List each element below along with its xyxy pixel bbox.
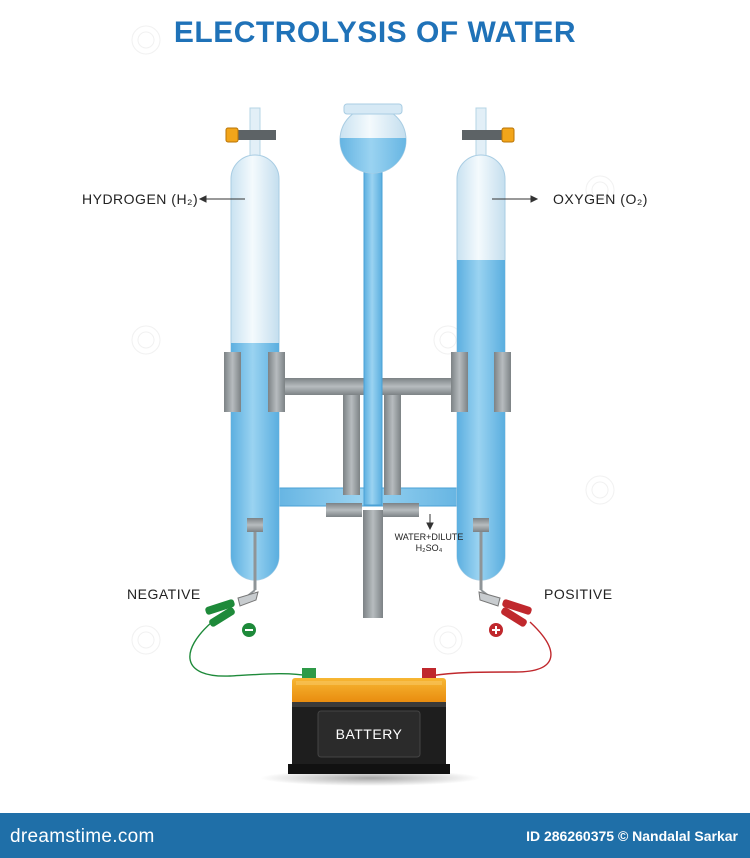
diagram-title: ELECTROLYSIS OF WATER: [173, 16, 577, 49]
plus-sign-icon: [489, 623, 503, 637]
hydrogen-label: HYDROGEN (H₂): [82, 191, 199, 207]
clamp-base-left: [326, 503, 362, 517]
clamp-post-right: [384, 395, 401, 495]
battery: [260, 668, 480, 786]
water-reservoir-bulb: [339, 103, 407, 174]
battery-label: BATTERY: [335, 726, 403, 742]
reservoir-stem: [363, 164, 383, 506]
footer-image-id: ID 286260375 © Nandalal Sarkar: [526, 828, 738, 844]
clamp-base-right: [383, 503, 419, 517]
watermark-footer: dreamstime.com ID 286260375 © Nandalal S…: [0, 813, 750, 858]
negative-wire: [189, 621, 309, 677]
negative-label: NEGATIVE: [127, 586, 201, 602]
oxygen-tube: [451, 107, 511, 590]
negative-clip: [205, 589, 259, 627]
minus-sign-icon: [242, 623, 256, 637]
positive-wire: [429, 621, 552, 677]
oxygen-label: OXYGEN (O₂): [553, 191, 648, 207]
positive-clip: [478, 589, 532, 627]
water-label-arrow: [426, 514, 434, 531]
hydrogen-valve: [225, 127, 276, 143]
electrolyte-label-line1: WATER+DILUTE: [394, 532, 464, 542]
central-stand-rod: [363, 510, 383, 618]
watermark-pattern: [131, 25, 615, 655]
positive-label: POSITIVE: [544, 586, 613, 602]
clamp-post-left: [343, 395, 360, 495]
electrolyte-label-line2: H₂SO₄: [415, 543, 443, 553]
oxygen-valve: [462, 127, 515, 143]
electrolyte-label: WATER+DILUTE H₂SO₄: [383, 532, 475, 554]
oxygen-label-arrow: [492, 195, 539, 203]
footer-brand: dreamstime.com: [10, 826, 155, 847]
hydrogen-label-arrow: [198, 195, 245, 203]
hydrogen-tube: [224, 107, 285, 590]
